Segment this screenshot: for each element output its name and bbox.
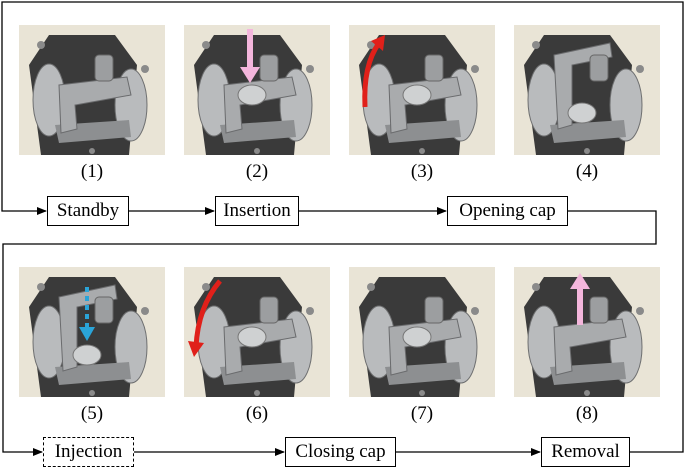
photo-panel-8	[514, 267, 660, 397]
photo-panel-3	[349, 25, 495, 155]
screw-icon	[254, 148, 260, 154]
step-removal: Removal	[541, 437, 630, 467]
clamp-arm	[58, 76, 132, 134]
panel-caption: (4)	[575, 161, 599, 182]
device-photo	[349, 25, 495, 155]
device-photo	[184, 25, 330, 155]
screw-icon	[367, 41, 375, 49]
red-curved-arrowhead	[188, 341, 204, 357]
panel-caption: (8)	[575, 403, 599, 424]
panel-caption: (5)	[80, 403, 104, 424]
screw-icon	[306, 65, 314, 73]
step-opening-cap: Opening cap	[447, 196, 568, 226]
screw-icon	[584, 390, 590, 396]
screw-icon	[419, 148, 425, 154]
step-standby: Standby	[47, 196, 129, 226]
screw-icon	[471, 65, 479, 73]
photo-panel-7	[349, 267, 495, 397]
clamp-arm	[553, 42, 613, 130]
screw-icon	[636, 65, 644, 73]
pink-up-arrowhead	[570, 273, 590, 289]
photo-panel-6	[184, 267, 330, 397]
screw-icon	[37, 283, 45, 291]
screw-icon	[89, 148, 95, 154]
clamp-arm	[58, 284, 118, 372]
panel-caption: (3)	[410, 161, 434, 182]
vial-cup	[402, 84, 432, 106]
red-curved-arrow	[193, 279, 222, 348]
screw-icon	[254, 390, 260, 396]
screw-icon	[532, 41, 540, 49]
vial-cup	[237, 84, 267, 106]
screw-icon	[202, 41, 210, 49]
knob	[424, 296, 444, 324]
screw-icon	[636, 307, 644, 315]
device-photo	[514, 267, 660, 397]
knob	[589, 296, 609, 324]
return-loop-line	[1, 1, 684, 453]
knob	[259, 296, 279, 324]
row-wrap-line	[2, 210, 657, 456]
knob	[94, 296, 114, 324]
screw-icon	[37, 41, 45, 49]
screw-icon	[202, 283, 210, 291]
screw-icon	[141, 307, 149, 315]
screw-icon	[532, 283, 540, 291]
knob	[259, 54, 279, 82]
screw-icon	[471, 307, 479, 315]
step-insertion: Insertion	[215, 196, 299, 226]
screw-icon	[419, 390, 425, 396]
vial-cup	[567, 102, 597, 124]
vial-cup	[72, 344, 102, 366]
photo-panel-2	[184, 25, 330, 155]
photo-panel-5	[19, 267, 165, 397]
knob	[424, 54, 444, 82]
screw-icon	[306, 307, 314, 315]
photo-panel-1	[19, 25, 165, 155]
clamp-arm	[553, 318, 627, 376]
panel-caption: (6)	[245, 403, 269, 424]
screw-icon	[584, 148, 590, 154]
device-photo	[349, 267, 495, 397]
red-curved-arrowhead	[371, 35, 385, 51]
vial-cup	[402, 326, 432, 348]
knob	[94, 54, 114, 82]
screw-icon	[141, 65, 149, 73]
knob	[589, 54, 609, 82]
device-photo	[19, 267, 165, 397]
vial-cup	[237, 326, 267, 348]
panel-caption: (7)	[410, 403, 434, 424]
device-photo	[184, 267, 330, 397]
device-photo	[514, 25, 660, 155]
pink-down-arrowhead	[240, 67, 260, 83]
blue-dashed-arrowhead	[79, 327, 95, 341]
photo-panel-4	[514, 25, 660, 155]
screw-icon	[89, 390, 95, 396]
red-curved-arrow	[362, 41, 382, 108]
screw-icon	[367, 283, 375, 291]
device-photo	[19, 25, 165, 155]
step-closing-cap: Closing cap	[285, 437, 396, 467]
panel-caption: (2)	[245, 161, 269, 182]
panel-caption: (1)	[80, 161, 104, 182]
step-injection: Injection	[43, 437, 134, 467]
